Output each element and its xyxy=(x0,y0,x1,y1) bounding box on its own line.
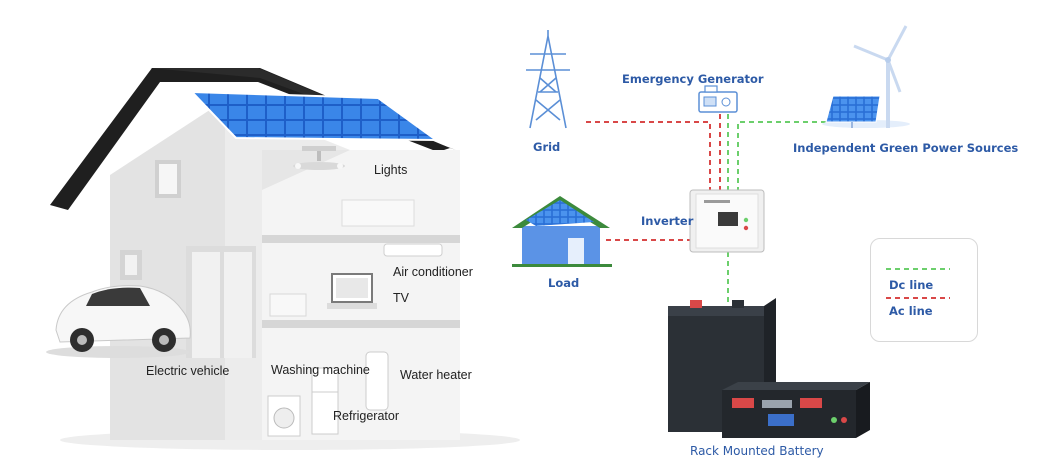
house-illustration xyxy=(46,68,520,450)
legend-ac-label: Ac line xyxy=(889,304,933,318)
label-electric-vehicle: Electric vehicle xyxy=(146,364,230,378)
label-grid: Grid xyxy=(533,140,561,154)
emergency-generator-icon xyxy=(698,85,738,113)
roof-solar-panel xyxy=(189,90,440,142)
label-battery: Rack Mounted Battery xyxy=(690,444,824,458)
electric-vehicle-icon xyxy=(46,285,191,358)
label-emergency-generator: Emergency Generator xyxy=(622,72,764,86)
refrigerator-icon xyxy=(311,367,339,435)
label-load: Load xyxy=(548,276,580,290)
label-refrigerator: Refrigerator xyxy=(333,409,399,423)
legend-lines xyxy=(886,268,950,299)
legend-box xyxy=(870,238,978,342)
label-washing-machine: Washing machine xyxy=(271,363,370,377)
grid-tower-icon xyxy=(526,30,570,129)
water-heater-icon xyxy=(365,351,389,411)
green-sources-icon xyxy=(822,25,910,128)
air-conditioner-icon xyxy=(383,243,443,257)
dc-line-green-sources xyxy=(737,121,826,190)
connection-lines xyxy=(586,114,826,306)
legend-dc-label: Dc line xyxy=(889,278,934,292)
label-tv: TV xyxy=(393,291,409,305)
label-air-conditioner: Air conditioner xyxy=(393,265,473,279)
battery-icon xyxy=(668,298,870,438)
washing-machine-icon xyxy=(267,395,301,437)
ceiling-light-icon xyxy=(293,146,345,170)
tv-icon xyxy=(327,273,377,309)
label-inverter: Inverter xyxy=(641,214,694,228)
ac-line-grid xyxy=(586,121,711,190)
inverter-icon xyxy=(689,189,765,253)
label-water-heater: Water heater xyxy=(400,368,472,382)
label-green-sources: Independent Green Power Sources xyxy=(793,141,1019,155)
label-lights: Lights xyxy=(374,163,408,177)
load-house-icon xyxy=(512,196,612,267)
